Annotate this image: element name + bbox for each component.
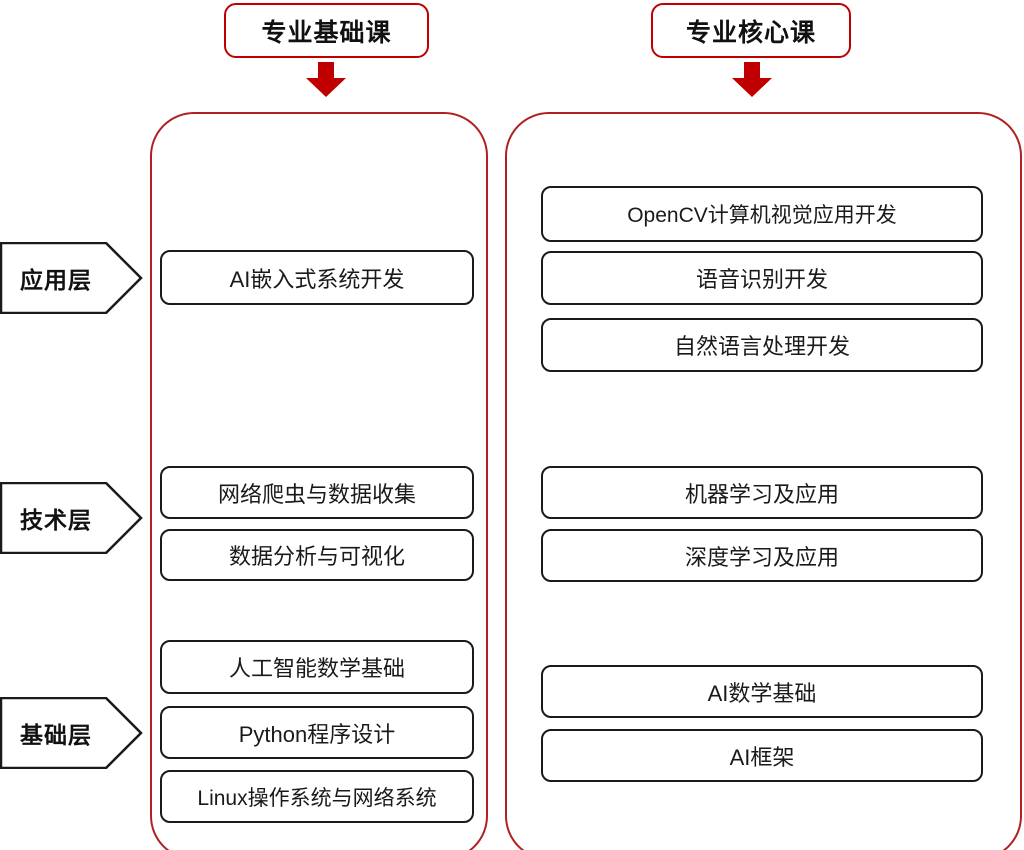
course-box[interactable]: 深度学习及应用 (541, 529, 983, 582)
header-pill-basic[interactable]: 专业基础课 (224, 3, 429, 58)
course-box[interactable]: AI框架 (541, 729, 983, 782)
course-box[interactable]: 自然语言处理开发 (541, 318, 983, 372)
layer-tag-label: 基础层 (20, 722, 92, 748)
down-arrow-icon-basic (305, 62, 347, 98)
course-box[interactable]: AI嵌入式系统开发 (160, 250, 474, 305)
course-box[interactable]: 机器学习及应用 (541, 466, 983, 519)
course-box[interactable]: 数据分析与可视化 (160, 529, 474, 581)
down-arrow-icon-core (731, 62, 773, 98)
header-pill-core[interactable]: 专业核心课 (651, 3, 851, 58)
course-box[interactable]: 人工智能数学基础 (160, 640, 474, 694)
course-box[interactable]: 网络爬虫与数据收集 (160, 466, 474, 519)
layer-tag-technology[interactable]: 技术层 (0, 482, 143, 554)
layer-tag-label: 应用层 (20, 267, 92, 293)
course-box[interactable]: 语音识别开发 (541, 251, 983, 305)
course-box[interactable]: Python程序设计 (160, 706, 474, 759)
course-box[interactable]: AI数学基础 (541, 665, 983, 718)
course-box[interactable]: Linux操作系统与网络系统 (160, 770, 474, 823)
course-box[interactable]: OpenCV计算机视觉应用开发 (541, 186, 983, 242)
layer-tag-foundation[interactable]: 基础层 (0, 697, 143, 769)
layer-tag-label: 技术层 (20, 507, 92, 533)
layer-tag-application[interactable]: 应用层 (0, 242, 143, 314)
